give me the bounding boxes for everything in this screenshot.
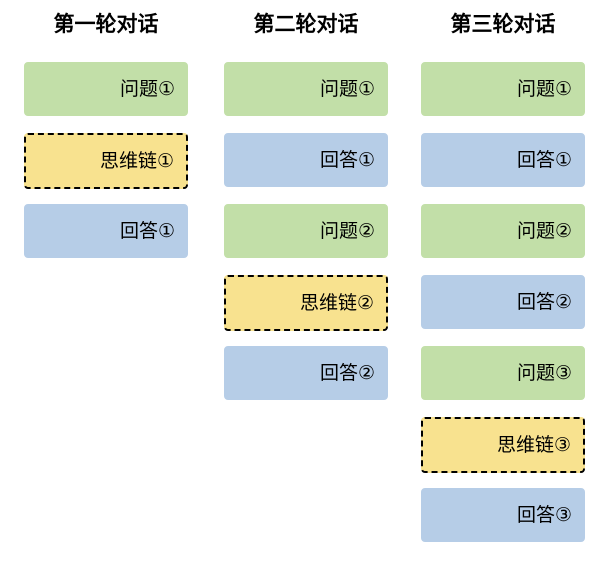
card-answer: 回答② [224, 346, 388, 400]
card-answer: 回答② [421, 275, 585, 329]
card-stack-round-1: 问题① 思维链① 回答① [24, 62, 188, 275]
card-question: 问题② [421, 204, 585, 258]
column-header-round-3: 第三轮对话 [450, 12, 556, 36]
column-header-round-1: 第一轮对话 [53, 12, 159, 36]
card-answer: 回答① [224, 133, 388, 187]
card-stack-round-2: 问题① 回答① 问题② 思维链② 回答② [224, 62, 388, 417]
card-stack-round-3: 问题① 回答① 问题② 回答② 问题③ 思维链③ 回答③ [421, 62, 585, 559]
card-answer: 回答① [421, 133, 585, 187]
card-question: 问题① [24, 62, 188, 116]
card-question: 问题① [224, 62, 388, 116]
column-header-round-2: 第二轮对话 [253, 12, 359, 36]
card-answer: 回答① [24, 204, 188, 258]
card-chain-of-thought: 思维链② [224, 275, 388, 331]
card-question: 问题③ [421, 346, 585, 400]
card-chain-of-thought: 思维链① [24, 133, 188, 189]
card-question: 问题② [224, 204, 388, 258]
card-answer: 回答③ [421, 488, 585, 542]
card-chain-of-thought: 思维链③ [421, 417, 585, 473]
card-question: 问题① [421, 62, 585, 116]
